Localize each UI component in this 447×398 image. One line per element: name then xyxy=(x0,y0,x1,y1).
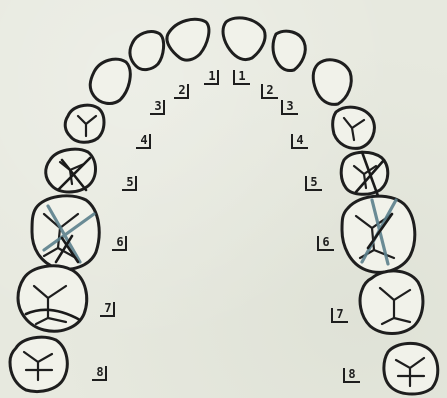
tooth-left-7 xyxy=(360,271,423,334)
tooth-left-5 xyxy=(341,152,388,196)
label-left-2-text: 2 xyxy=(266,83,273,97)
tooth-left-3 xyxy=(313,60,351,105)
label-left-2: 2 xyxy=(262,83,278,98)
tooth-right-5 xyxy=(46,149,96,192)
tooth-right-8 xyxy=(10,337,67,391)
label-right-7-text: 7 xyxy=(104,301,111,315)
tooth-right-4 xyxy=(65,105,104,142)
tooth-left-2 xyxy=(273,31,305,70)
label-right-4: 4 xyxy=(136,133,150,148)
tooth-right-6 xyxy=(32,196,99,269)
label-left-6: 6 xyxy=(318,235,334,250)
tooth-right-2 xyxy=(130,32,164,70)
label-left-7-text: 7 xyxy=(336,307,343,321)
label-right-1-text: 1 xyxy=(208,69,215,83)
label-right-8: 8 xyxy=(92,365,106,380)
label-left-4-text: 4 xyxy=(296,133,303,147)
label-right-1: 1 xyxy=(204,69,218,84)
label-left-4: 4 xyxy=(292,133,308,148)
label-right-5: 5 xyxy=(122,175,136,190)
label-right-5-text: 5 xyxy=(126,175,133,189)
label-left-5: 5 xyxy=(306,175,322,190)
tooth-right-3 xyxy=(90,59,130,103)
tooth-left-1 xyxy=(223,18,265,60)
label-right-2-text: 2 xyxy=(178,83,185,97)
label-left-1-text: 1 xyxy=(238,69,245,83)
label-right-4-text: 4 xyxy=(140,133,147,147)
label-right-3: 3 xyxy=(150,99,164,114)
label-right-3-text: 3 xyxy=(154,99,161,113)
label-right-7: 7 xyxy=(100,301,114,316)
tooth-left-4 xyxy=(333,107,375,148)
label-left-3-text: 3 xyxy=(286,99,293,113)
tooth-right-1 xyxy=(167,19,209,60)
tooth-left-8 xyxy=(384,343,438,394)
label-left-8-text: 8 xyxy=(348,367,355,381)
label-left-8: 8 xyxy=(344,367,360,382)
label-right-6: 6 xyxy=(112,235,126,250)
label-right-2: 2 xyxy=(174,83,188,98)
label-left-7: 7 xyxy=(332,307,348,322)
label-left-1: 1 xyxy=(234,69,250,84)
label-left-6-text: 6 xyxy=(322,235,329,249)
label-right-6-text: 6 xyxy=(116,235,123,249)
tooth-left-6 xyxy=(342,196,415,272)
tooth-right-7 xyxy=(18,266,87,331)
label-left-5-text: 5 xyxy=(310,175,317,189)
label-right-8-text: 8 xyxy=(96,365,103,379)
label-left-3: 3 xyxy=(282,99,298,114)
